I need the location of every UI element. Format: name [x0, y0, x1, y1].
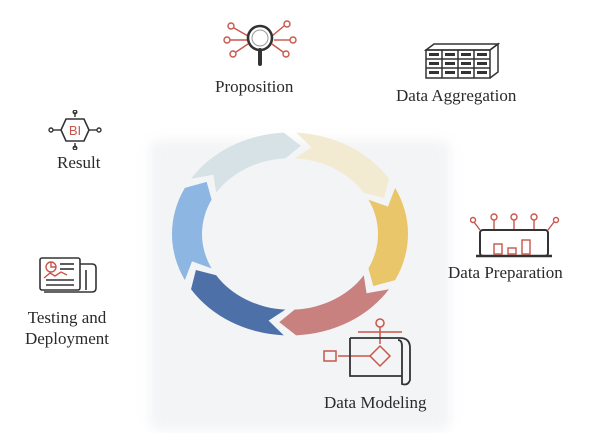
stage-label-data-modeling: Data Modeling [324, 393, 427, 412]
stage-label-result: Result [57, 153, 101, 172]
stage-label-testing-line1: Testing and [27, 308, 107, 327]
cycle-ring [172, 132, 408, 336]
stage-label-data-aggregation: Data Aggregation [396, 86, 517, 105]
stage-label-testing-line2: Deployment [24, 329, 110, 348]
stage-label-testing-deployment: Testing and Deployment [12, 307, 122, 349]
magnifier-network-icon [223, 20, 297, 66]
report-document-icon [39, 257, 97, 293]
stage-label-proposition: Proposition [215, 77, 294, 96]
ring-segment-preparation [368, 187, 408, 287]
flowchart-document-icon [323, 318, 411, 386]
stage-label-data-preparation: Data Preparation [448, 263, 563, 282]
ring-segment-modeling [279, 275, 389, 336]
bi-icon-text: BI [69, 123, 81, 138]
server-racks-icon [423, 42, 500, 79]
ring-segment-aggregation [294, 132, 389, 198]
ring-segment-proposition [191, 132, 301, 193]
bi-hexagon-icon: BI [48, 110, 102, 150]
ring-segment-deployment [191, 270, 286, 336]
ring-segment-result [172, 181, 212, 281]
dashboard-chart-icon [470, 213, 560, 258]
